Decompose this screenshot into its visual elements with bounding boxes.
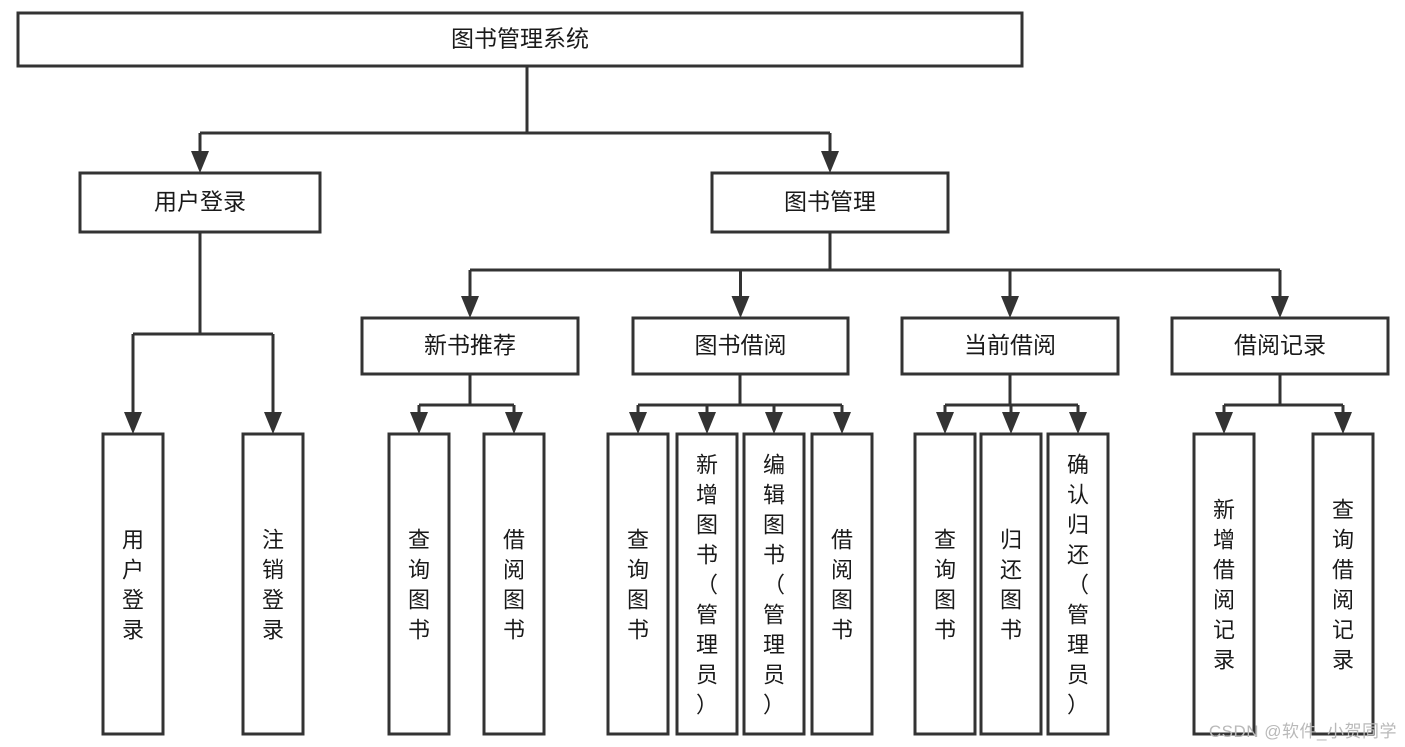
node-leaf-br-add[interactable]: 新增借阅记录 [1192,432,1256,736]
node-box[interactable] [606,432,670,736]
node-current-borrow[interactable]: 当前借阅 [900,316,1120,376]
arrow-head-icon [1001,296,1019,318]
node-label: 注销登录 [262,527,284,642]
arrow-head-icon [124,412,142,434]
node-new-book-rec[interactable]: 新书推荐 [360,316,580,376]
node-label: 编辑图书（管理员） [763,452,785,717]
node-leaf-bb-query[interactable]: 查询图书 [606,432,670,736]
node-label: 借阅图书 [503,527,525,642]
node-label: 借阅记录 [1234,332,1326,358]
node-label: 新增图书（管理员） [696,452,718,717]
node-label: 图书管理 [784,189,876,215]
node-book-borrow[interactable]: 图书借阅 [631,316,850,376]
arrow-head-icon [1271,296,1289,318]
node-label: 新书推荐 [424,332,516,358]
connector-group [461,232,1289,318]
node-box[interactable] [387,432,451,736]
node-leaf-rec-query[interactable]: 查询图书 [387,432,451,736]
node-label: 当前借阅 [964,332,1056,358]
node-leaf-bb-borrow[interactable]: 借阅图书 [810,432,874,736]
node-box[interactable] [360,316,580,376]
node-box[interactable] [900,316,1120,376]
node-label: 借阅图书 [831,527,853,642]
arrow-head-icon [629,412,647,434]
node-box[interactable] [979,432,1043,736]
connector-group [936,374,1087,434]
connector-group [124,232,282,434]
arrow-head-icon [191,151,209,173]
node-leaf-cb-confirm[interactable]: 确认归还（管理员） [1046,432,1110,736]
node-label: 归还图书 [1000,527,1022,642]
connector-layer [124,66,1352,434]
arrow-head-icon [936,412,954,434]
arrow-head-icon [410,412,428,434]
node-label: 用户登录 [122,527,144,642]
arrow-head-icon [461,296,479,318]
arrow-head-icon [1215,412,1233,434]
node-borrow-record[interactable]: 借阅记录 [1170,316,1390,376]
node-label: 用户登录 [154,189,246,215]
arrow-head-icon [821,151,839,173]
arrow-head-icon [1002,412,1020,434]
node-label: 查询图书 [934,527,956,642]
node-label: 查询图书 [627,527,649,642]
node-box[interactable] [1311,432,1375,736]
node-box[interactable] [1046,432,1110,736]
node-user-login[interactable]: 用户登录 [78,171,322,234]
node-label: 查询借阅记录 [1332,497,1354,672]
arrow-head-icon [505,412,523,434]
node-box[interactable] [78,171,322,234]
node-label: 图书管理系统 [451,26,589,52]
node-label: 确认归还（管理员） [1067,452,1089,717]
node-book-manage[interactable]: 图书管理 [710,171,950,234]
arrow-head-icon [698,412,716,434]
node-leaf-br-query[interactable]: 查询借阅记录 [1311,432,1375,736]
node-box[interactable] [742,432,806,736]
arrow-head-icon [1334,412,1352,434]
node-leaf-user-login[interactable]: 用户登录 [101,432,165,736]
node-leaf-cb-return[interactable]: 归还图书 [979,432,1043,736]
arrow-head-icon [731,296,750,318]
connector-group [191,66,839,173]
node-box[interactable] [482,432,546,736]
arrow-head-icon [765,412,783,434]
node-root[interactable]: 图书管理系统 [16,11,1024,68]
arrow-head-icon [1069,412,1087,434]
connector-group [1215,374,1352,434]
node-box[interactable] [913,432,977,736]
connector-group [410,374,523,434]
node-label: 图书借阅 [695,332,787,358]
node-layer: 图书管理系统用户登录图书管理新书推荐图书借阅当前借阅借阅记录用户登录注销登录查询… [16,11,1390,736]
node-box[interactable] [1192,432,1256,736]
node-box[interactable] [810,432,874,736]
node-box[interactable] [1170,316,1390,376]
node-leaf-rec-borrow[interactable]: 借阅图书 [482,432,546,736]
node-label: 查询图书 [408,527,430,642]
node-leaf-user-logout[interactable]: 注销登录 [241,432,305,736]
node-box[interactable] [631,316,850,376]
node-box[interactable] [675,432,739,736]
node-box[interactable] [101,432,165,736]
node-leaf-bb-add[interactable]: 新增图书（管理员） [675,432,739,736]
arrow-head-icon [264,412,282,434]
arrow-head-icon [833,412,851,434]
node-box[interactable] [241,432,305,736]
node-leaf-bb-edit[interactable]: 编辑图书（管理员） [742,432,806,736]
node-label: 新增借阅记录 [1213,497,1235,672]
node-box[interactable] [710,171,950,234]
node-leaf-cb-query[interactable]: 查询图书 [913,432,977,736]
node-box[interactable] [16,11,1024,68]
connector-group [629,374,851,434]
